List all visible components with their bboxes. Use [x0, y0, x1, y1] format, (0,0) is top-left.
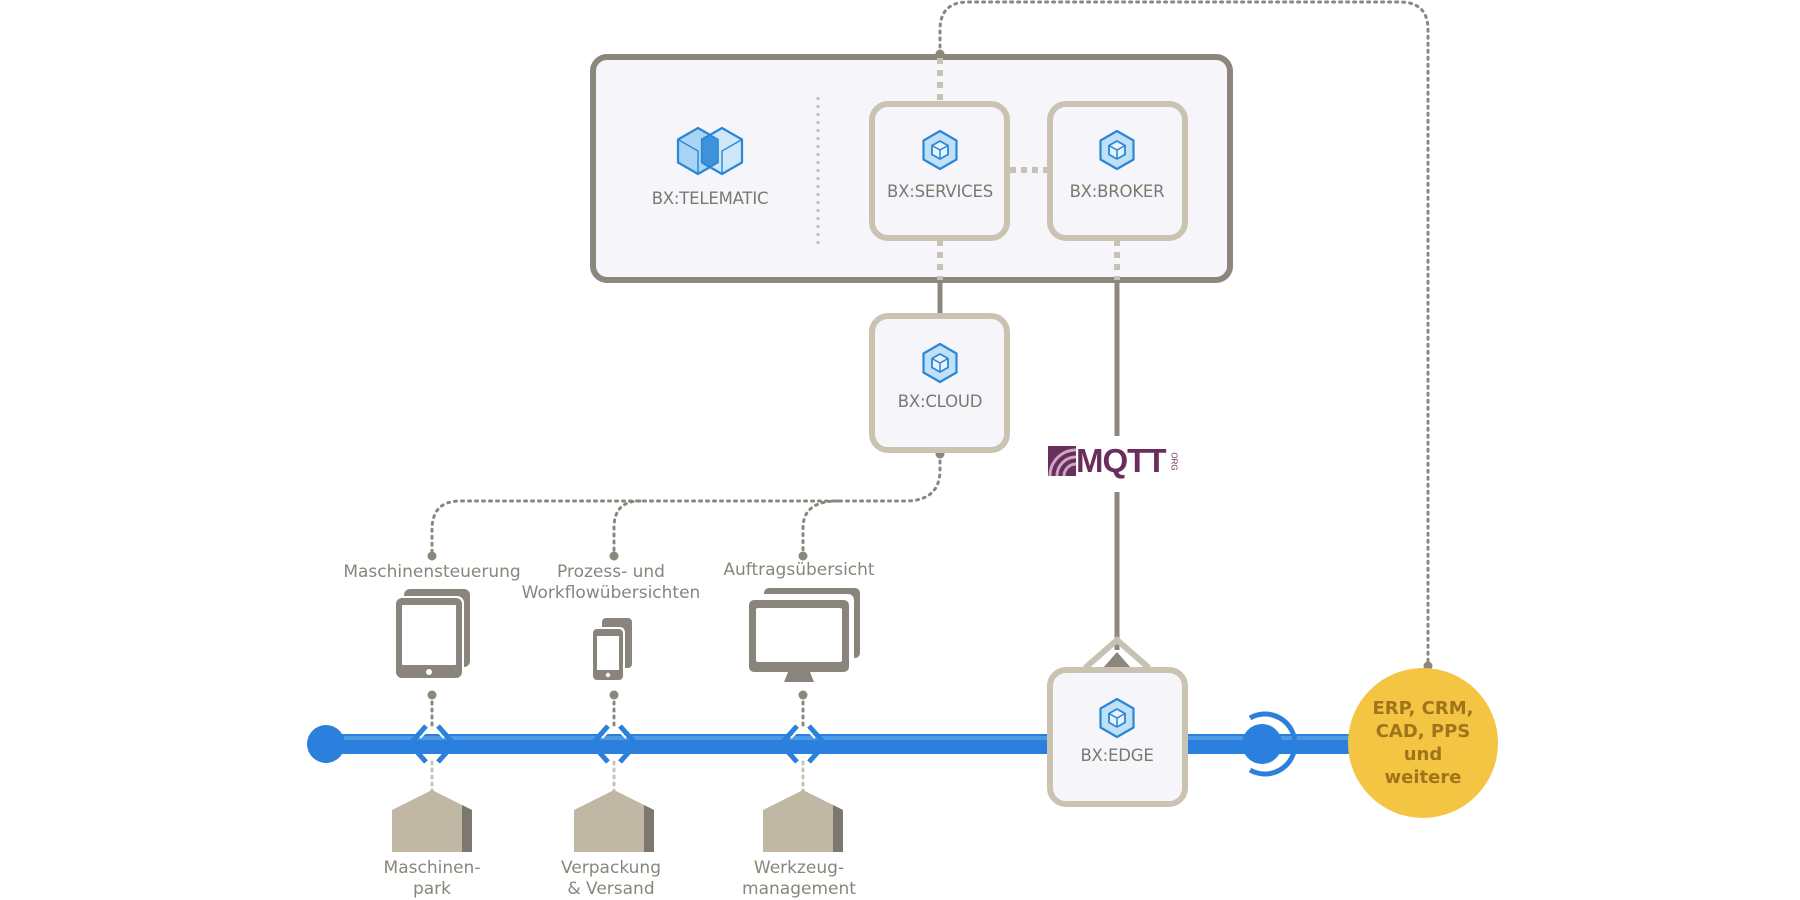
bus-end-ring [1248, 711, 1298, 777]
link-dot [935, 49, 945, 59]
edge-label: BX:EDGE [1080, 746, 1154, 765]
edge-arrow-head [1103, 652, 1131, 668]
smartphone-icon [591, 618, 632, 682]
site-label-werkzeug: Werkzeug- management [742, 858, 856, 899]
cloud-device-links [430, 452, 942, 558]
link-dot [609, 690, 619, 700]
mqtt-text: MQTT [1076, 442, 1166, 479]
device-label-auftrag: Auftragsübersicht [723, 560, 875, 580]
link-dot [798, 551, 808, 561]
erp-systems-circle: ERP, CRM, CAD, PPS und weitere [1348, 668, 1498, 818]
monitor-icon [749, 588, 860, 682]
broker-label: BX:BROKER [1069, 182, 1165, 201]
bus-end-node [1242, 724, 1282, 764]
tap-links [430, 693, 805, 802]
site-label-maschinenpark: Maschinen- park [383, 858, 481, 899]
building-icon [392, 790, 472, 852]
device-label-maschinensteuerung: Maschinensteuerung [343, 562, 521, 582]
mqtt-org: ORG [1170, 451, 1180, 471]
cloud-box [869, 313, 1010, 453]
broker-box [1047, 101, 1188, 241]
building-icon [574, 790, 654, 852]
edge-arrow [1083, 636, 1151, 671]
mqtt-logo: MQTT ORG [1048, 444, 1184, 478]
link-dot [609, 551, 619, 561]
broker-cube-icon [1099, 129, 1135, 171]
edge-cube-icon [1099, 697, 1135, 739]
building-icon [763, 790, 843, 852]
mqtt-waves-icon [1048, 446, 1076, 476]
services-erp-link [938, 0, 1430, 668]
services-label: BX:SERVICES [886, 182, 994, 201]
link-dot [798, 690, 808, 700]
telematic-label: BX:TELEMATIC [651, 189, 769, 208]
telematic-icon [676, 126, 744, 176]
bus-start-node [307, 725, 345, 763]
services-cube-icon [922, 129, 958, 171]
link-dot [427, 551, 437, 561]
tablet-icon [394, 589, 470, 680]
site-label-verpackung: Verpackung & Versand [561, 858, 661, 899]
cloud-label: BX:CLOUD [897, 392, 983, 411]
link-dot [427, 690, 437, 700]
services-box [869, 101, 1010, 241]
device-label-prozess: Prozess- und Workflowübersichten [521, 562, 701, 603]
cloud-cube-icon [922, 342, 958, 384]
